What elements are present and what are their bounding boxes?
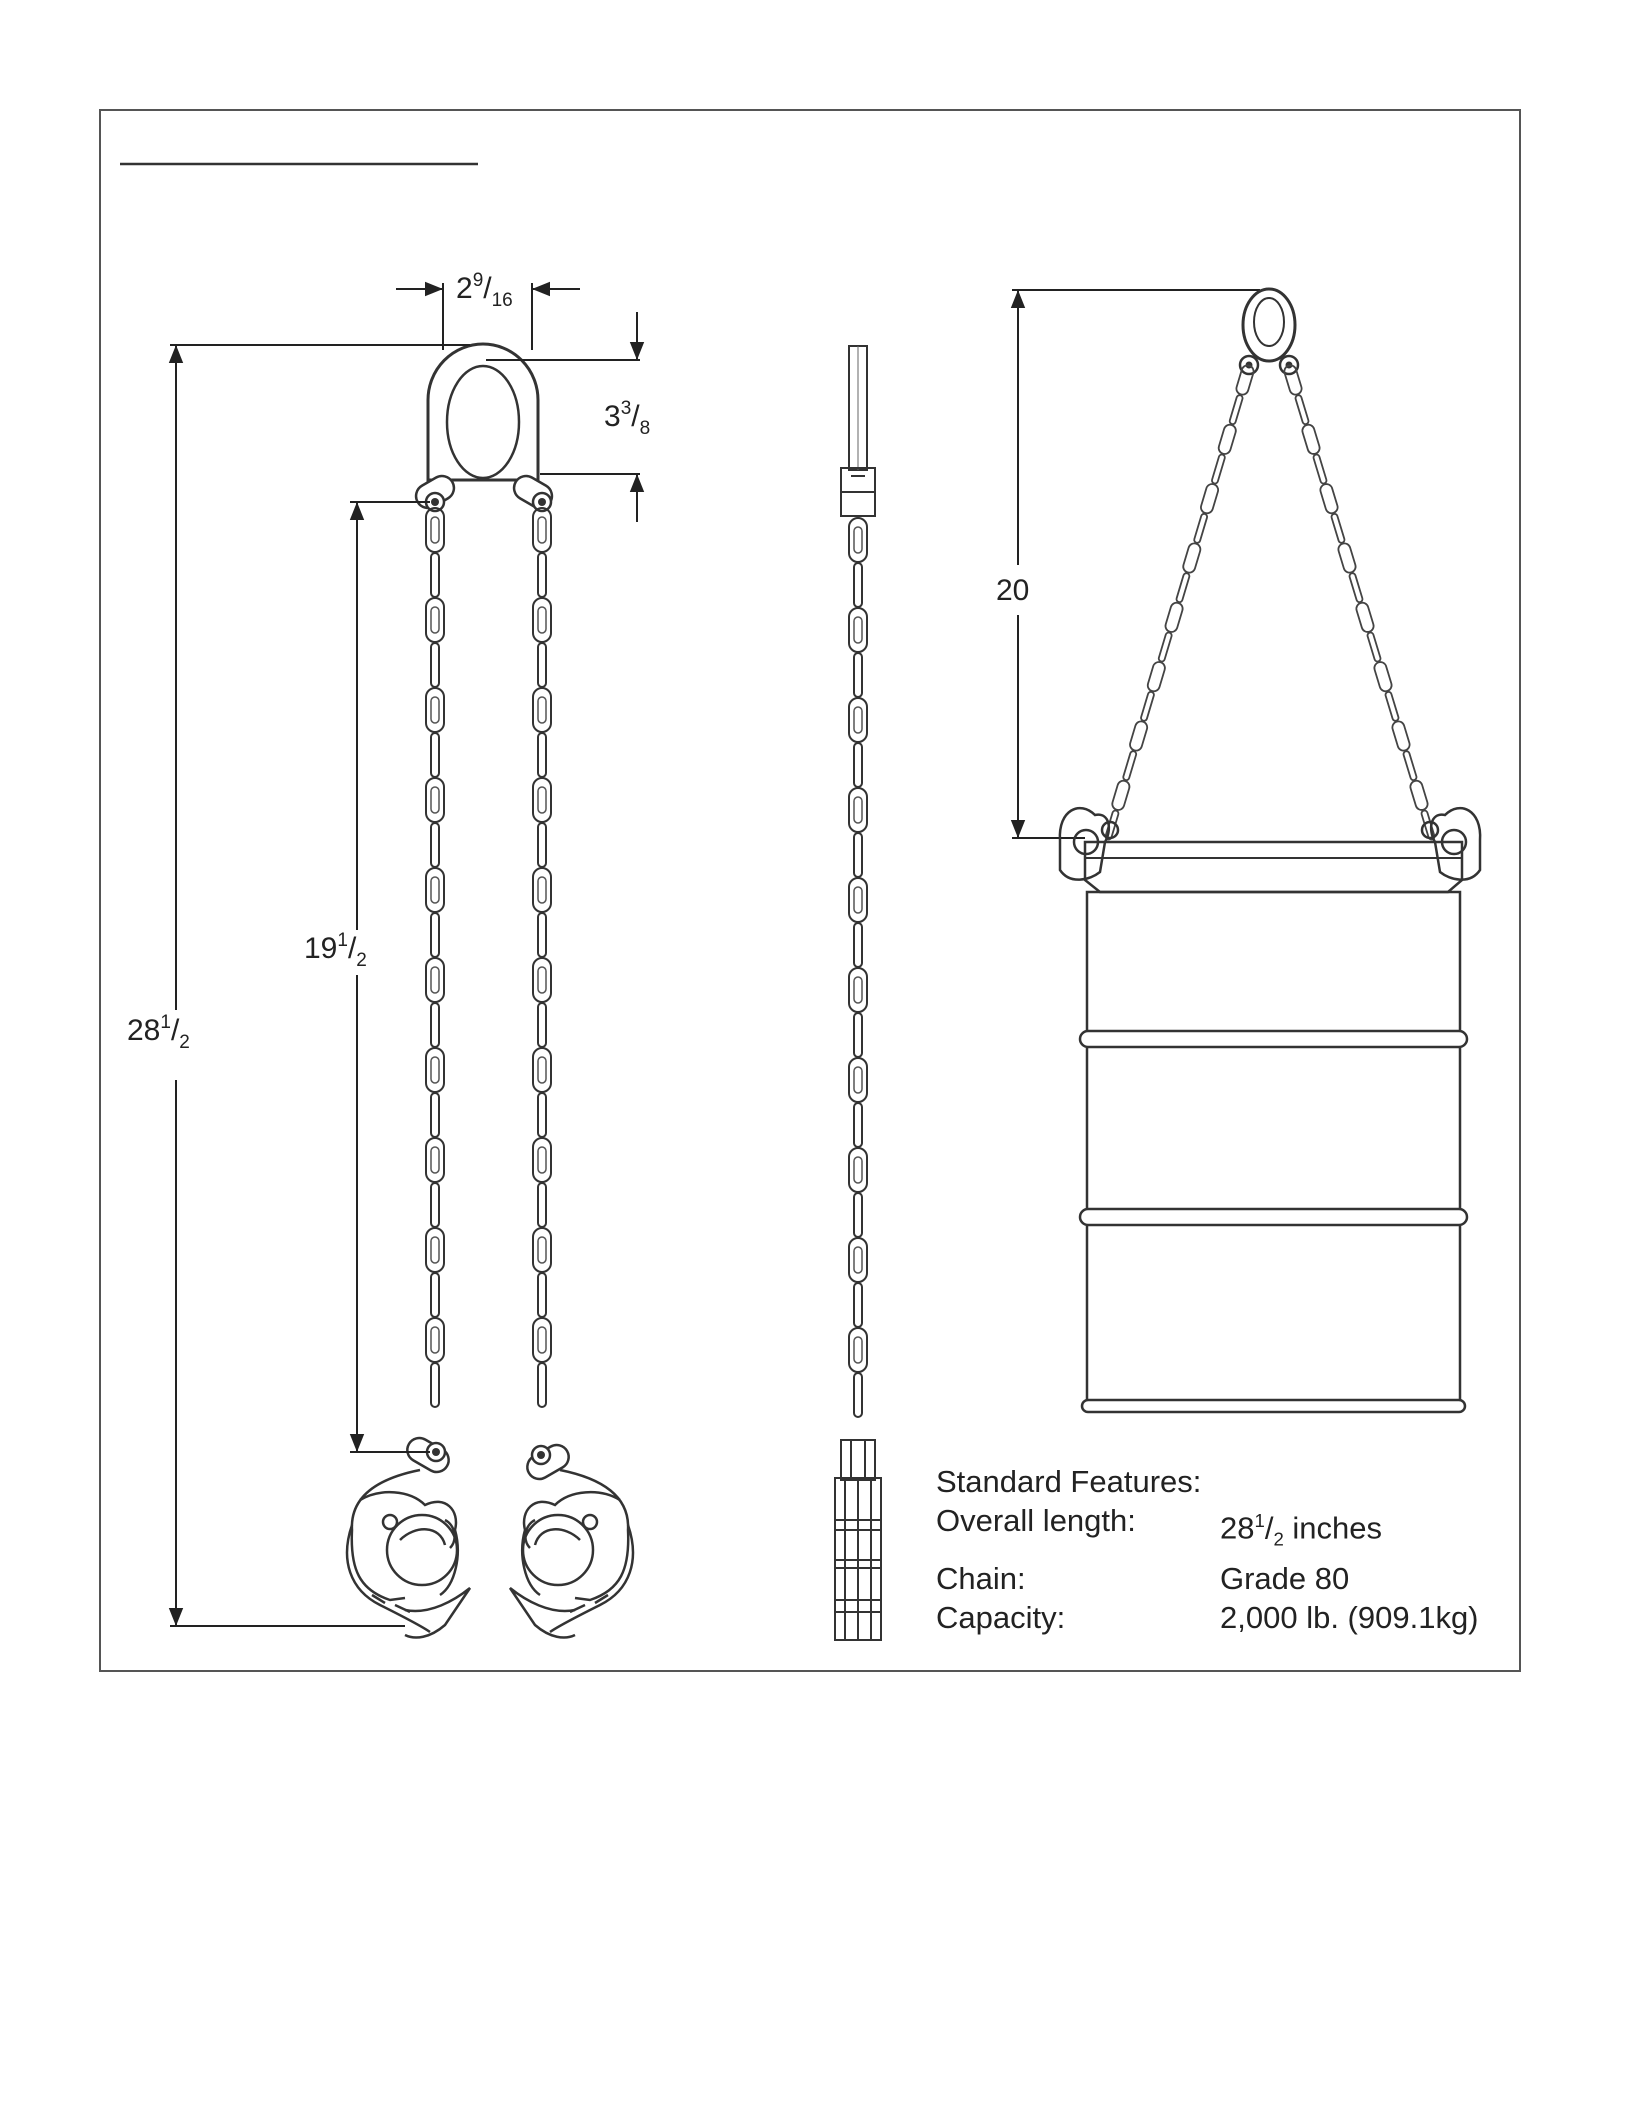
dim-shackle-width: 29/16	[456, 270, 513, 311]
features-heading: Standard Features:	[936, 1462, 1479, 1501]
dim-sling-height: 20	[996, 574, 1029, 607]
right-drum-hook	[510, 1470, 633, 1638]
feature-capacity: Capacity: 2,000 lb. (909.1kg)	[936, 1598, 1479, 1637]
feature-value: 281/2 inches	[1220, 1501, 1382, 1559]
feature-value: Grade 80	[1220, 1559, 1349, 1598]
dim-shackle-height: 33/8	[604, 398, 650, 439]
front-view	[347, 344, 633, 1637]
feature-value: 2,000 lb. (909.1kg)	[1220, 1598, 1479, 1637]
feature-overall-length: Overall length: 281/2 inches	[936, 1501, 1479, 1559]
drum-lift-view	[1060, 289, 1480, 1412]
feature-label: Capacity:	[936, 1598, 1220, 1637]
feature-label: Overall length:	[936, 1501, 1220, 1559]
left-drum-hook	[347, 1470, 470, 1638]
side-view	[835, 346, 881, 1640]
dim-overall-length: 281/2	[127, 1012, 190, 1053]
standard-features: Standard Features: Overall length: 281/2…	[936, 1462, 1479, 1637]
dim-chain-length: 191/2	[304, 930, 367, 971]
feature-label: Chain:	[936, 1559, 1220, 1598]
feature-chain: Chain: Grade 80	[936, 1559, 1479, 1598]
